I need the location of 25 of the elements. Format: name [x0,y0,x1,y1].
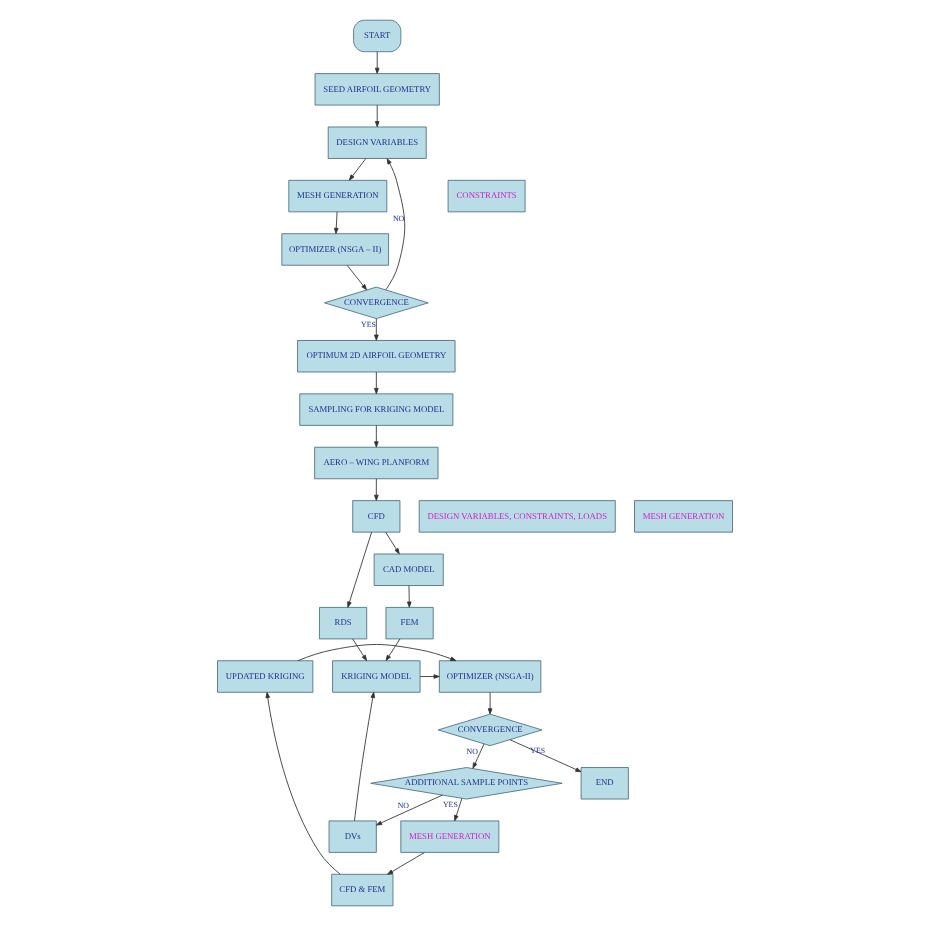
arrow [373,51,379,74]
arrow [373,318,378,341]
arrow [384,638,400,661]
arrow [471,743,484,769]
arrow [374,794,442,826]
arrow [264,691,340,875]
arrow [351,638,367,661]
arrow [373,371,378,395]
arrow [453,798,462,822]
arrow [373,425,378,448]
arrow [373,104,379,128]
arrow [332,211,338,234]
arrow [353,691,375,822]
arrow [345,264,366,291]
arrow [405,585,411,608]
arrow [296,644,456,662]
arrow [486,691,492,715]
arrow [346,531,371,608]
arrow [384,158,405,291]
arrow [384,531,399,555]
arrow [418,674,439,679]
arrow [386,852,424,875]
arrow [373,478,378,501]
arrow [347,158,366,181]
arrow [508,739,581,773]
